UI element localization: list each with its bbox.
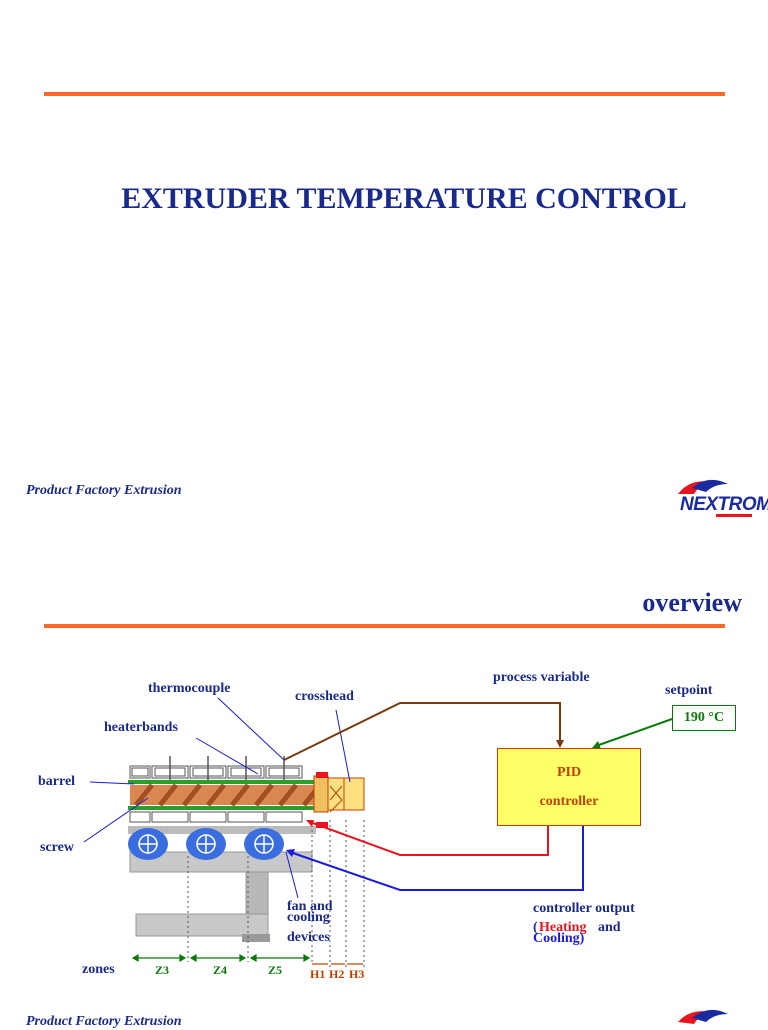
footer-text-2: Product Factory Extrusion [26, 1014, 182, 1029]
setpoint-value-box: 190 °C [672, 705, 736, 731]
pid-controller-box: PID controller [497, 748, 641, 826]
footer-text-1: Product Factory Extrusion [26, 483, 182, 498]
label-setpoint: setpoint [665, 683, 713, 698]
label-output-paren: ( [533, 920, 538, 935]
label-screw: screw [40, 840, 74, 855]
label-barrel: barrel [38, 774, 76, 789]
top-divider-1 [44, 92, 725, 96]
zone-h2: H2 [329, 967, 345, 981]
logo-subtext [716, 514, 752, 517]
label-fan-line2: cooling [287, 910, 330, 925]
zone-h1: H1 [310, 967, 326, 981]
zone-z5: Z5 [268, 963, 283, 977]
label-heaterbands: heaterbands [104, 720, 178, 735]
label-output-heating: Heating [539, 920, 587, 935]
pid-controller-label: controller [539, 794, 599, 809]
label-fan-line3: devices [287, 930, 330, 945]
label-fan-line1: fan and [287, 899, 333, 914]
label-zones: zones [82, 962, 115, 977]
top-divider-2 [44, 624, 725, 628]
label-process-variable: process variable [493, 670, 590, 685]
pid-label: PID [556, 765, 582, 780]
label-thermocouple: thermocouple [148, 681, 231, 696]
zone-h3: H3 [349, 967, 365, 981]
overview-title: overview [642, 588, 742, 617]
label-output-and: and [598, 920, 621, 935]
zone-z3: Z3 [155, 963, 170, 977]
label-crosshead: crosshead [295, 689, 354, 704]
label-output-cooling: Cooling) [533, 931, 585, 946]
zone-z4: Z4 [213, 963, 228, 977]
slide-title: EXTRUDER TEMPERATURE CONTROL [121, 182, 687, 215]
nextrom-logo-text: NEXTROM [680, 494, 768, 515]
label-controller-output: controller output [533, 901, 635, 916]
